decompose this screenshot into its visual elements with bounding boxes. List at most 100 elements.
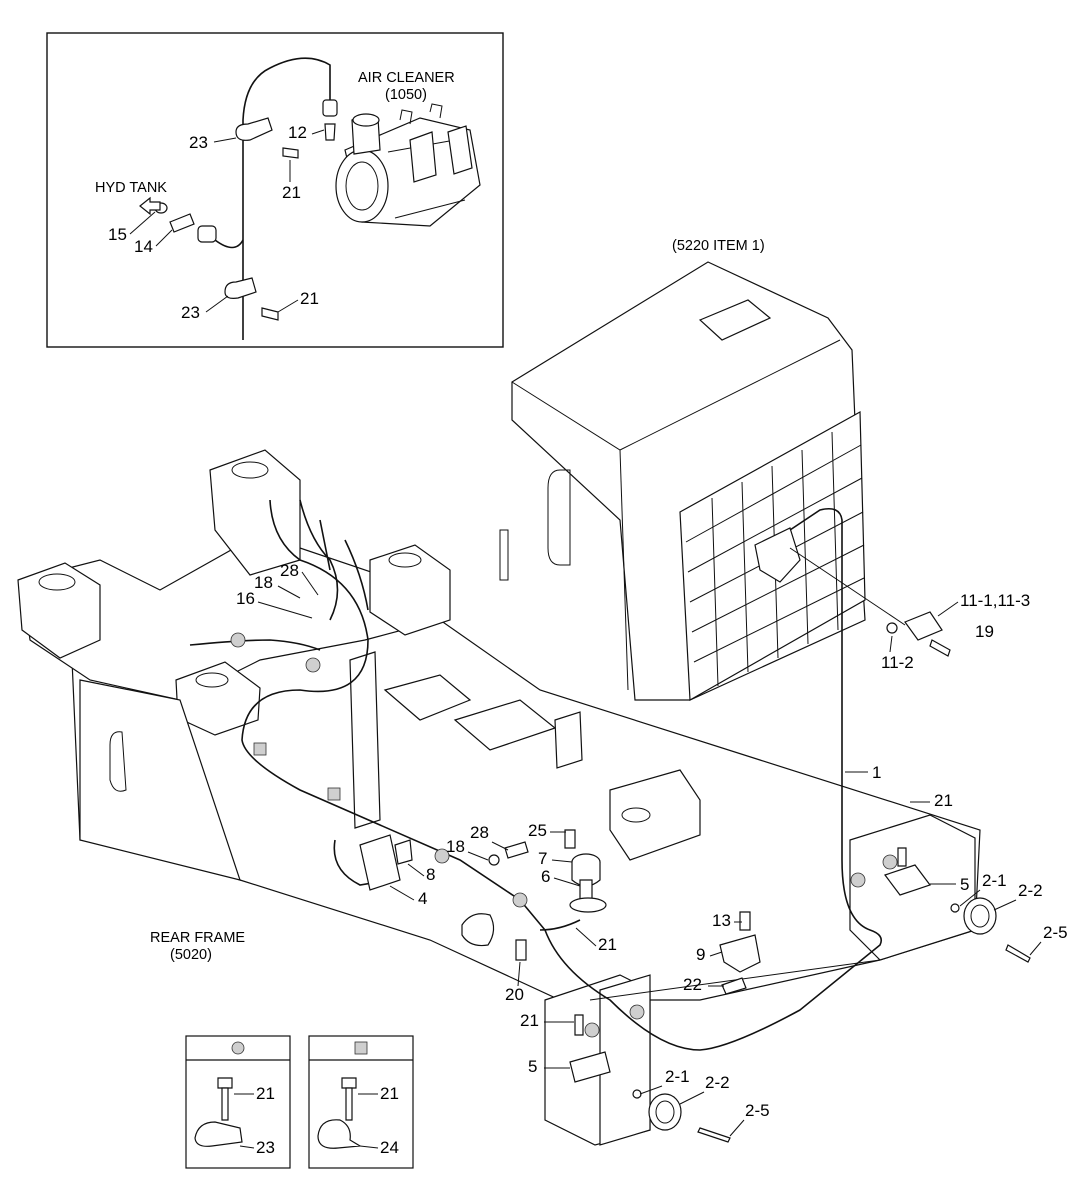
callout-23: 23 xyxy=(189,133,208,152)
round-clamp-marker xyxy=(850,872,866,888)
round-clamp-marker xyxy=(882,854,898,870)
air-cleaner-drawing xyxy=(335,103,481,227)
sensor-connector xyxy=(197,225,217,243)
bolt-21-upper xyxy=(282,147,299,159)
rear-frame xyxy=(17,449,981,1146)
part-20 xyxy=(515,939,527,961)
callout-2-1-lower: 2-1 xyxy=(665,1067,690,1086)
callout-2-1: 2-1 xyxy=(982,871,1007,890)
rear-frame-label: REAR FRAME xyxy=(150,930,245,946)
hood-ref-label: (5220 ITEM 1) xyxy=(672,238,765,254)
legend-round-clamp: 21 23 xyxy=(185,1035,291,1169)
bracket-4 xyxy=(359,834,401,891)
hood-assembly: (5220 ITEM 1) xyxy=(499,238,866,702)
part-22 xyxy=(721,977,747,995)
clamp-markers xyxy=(230,632,898,1038)
bolt-21-lower xyxy=(261,307,279,321)
round-clamp-symbol xyxy=(231,1041,245,1055)
bolt-icon xyxy=(217,1077,233,1089)
square-clamp-marker xyxy=(327,787,341,801)
callout-28: 28 xyxy=(280,561,299,580)
bracket-5 xyxy=(884,864,931,896)
callout-4: 4 xyxy=(418,889,427,908)
callout-18-center: 18 xyxy=(446,837,465,856)
callout-14: 14 xyxy=(134,237,153,256)
square-clamp-marker xyxy=(253,742,267,756)
callout-1: 1 xyxy=(872,763,881,782)
part-8 xyxy=(394,839,413,865)
sensor-14 xyxy=(169,213,195,233)
legend-square-clamp: 21 24 xyxy=(308,1035,414,1169)
round-clamp-marker xyxy=(629,1004,645,1020)
round-clamp-marker xyxy=(305,657,321,673)
callout-21-lower: 21 xyxy=(300,289,319,308)
round-clamp-marker xyxy=(230,632,246,648)
sensor-12 xyxy=(324,123,336,141)
main-harness xyxy=(189,499,883,1051)
switch-11 xyxy=(904,611,943,641)
callout-25: 25 xyxy=(528,821,547,840)
callout-20: 20 xyxy=(505,985,524,1004)
legend-2-item-21: 21 xyxy=(380,1084,399,1103)
callout-12: 12 xyxy=(288,123,307,142)
legend-1-item-23: 23 xyxy=(256,1138,275,1157)
round-clamp-marker xyxy=(512,892,528,908)
callout-11-1: 11-1,11-3 xyxy=(960,591,1030,610)
callout-21-top: 21 xyxy=(934,791,953,810)
bolt-icon xyxy=(341,1077,357,1089)
clamp-23-upper xyxy=(235,117,273,141)
callout-5-lower: 5 xyxy=(528,1057,537,1076)
bolt-13 xyxy=(739,911,751,931)
hyd-tank-arrow xyxy=(139,196,161,216)
connector xyxy=(322,99,338,117)
callout-5: 5 xyxy=(960,875,969,894)
square-clamp-symbol xyxy=(354,1041,368,1055)
clamp-24-icon xyxy=(317,1119,362,1149)
callout-21-lower: 21 xyxy=(520,1011,539,1030)
rear-frame-ref: (5020) xyxy=(170,947,212,963)
callout-6: 6 xyxy=(541,867,550,886)
callout-18: 18 xyxy=(254,573,273,592)
air-cleaner-ref: (1050) xyxy=(385,87,427,103)
legend-2-item-24: 24 xyxy=(380,1138,399,1157)
callout-15: 15 xyxy=(108,225,127,244)
callout-21-center: 21 xyxy=(598,935,617,954)
bolt-25 xyxy=(564,829,576,849)
callout-28-center: 28 xyxy=(470,823,489,842)
round-clamp-marker xyxy=(434,848,450,864)
callout-19: 19 xyxy=(975,622,994,641)
clamp-23-icon xyxy=(194,1121,243,1147)
callout-2-2-lower: 2-2 xyxy=(705,1073,730,1092)
lamp-left xyxy=(569,1014,731,1143)
hyd-tank-label: HYD TANK xyxy=(95,180,167,196)
round-clamp-marker xyxy=(584,1022,600,1038)
center-parts xyxy=(359,829,761,995)
lamp-right xyxy=(884,847,1031,963)
inset-harness xyxy=(242,57,331,340)
part-6 xyxy=(579,879,593,901)
callout-22: 22 xyxy=(683,975,702,994)
bracket-5-lower xyxy=(569,1051,611,1083)
callout-11-2: 11-2 xyxy=(881,653,914,672)
callout-21: 21 xyxy=(282,183,301,202)
part-18 xyxy=(488,854,500,866)
bracket-9 xyxy=(719,934,761,973)
callout-13: 13 xyxy=(712,911,731,930)
callout-23-lower: 23 xyxy=(181,303,200,322)
callout-16: 16 xyxy=(236,589,255,608)
bolt-21-lower xyxy=(574,1014,584,1036)
callout-7: 7 xyxy=(538,849,547,868)
callout-2-5-lower: 2-5 xyxy=(745,1101,770,1120)
callout-8: 8 xyxy=(426,865,435,884)
inset-detail: AIR CLEANER (1050) HYD TANK 23 12 21 15 … xyxy=(46,32,504,348)
callout-2-2: 2-2 xyxy=(1018,881,1043,900)
part-28 xyxy=(504,841,529,859)
callout-2-5: 2-5 xyxy=(1043,923,1068,942)
bracket xyxy=(754,527,801,583)
air-cleaner-label: AIR CLEANER xyxy=(358,70,455,86)
callout-9: 9 xyxy=(696,945,705,964)
legend-1-item-21: 21 xyxy=(256,1084,275,1103)
bolt-21 xyxy=(897,847,907,867)
bolt-19 xyxy=(929,639,951,657)
